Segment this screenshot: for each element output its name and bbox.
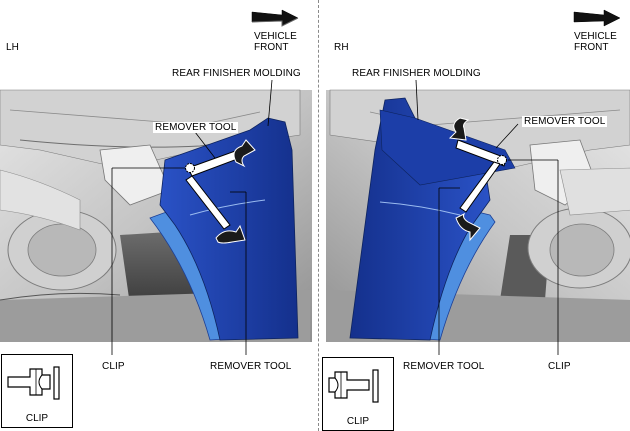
lh-clip-inset: CLIP	[1, 354, 73, 428]
rh-leader-molding	[415, 79, 419, 121]
lh-clip-label: CLIP	[102, 361, 125, 372]
lh-vehicle-front-arrow	[251, 9, 299, 27]
rh-clip-label: CLIP	[548, 361, 571, 372]
rh-side-label: RH	[334, 42, 349, 53]
lh-clip-marker	[185, 163, 195, 173]
lh-pull-arrow-lower	[215, 224, 246, 244]
rh-vehicle-front-label: VEHICLE FRONT	[574, 31, 617, 53]
lh-leader-molding	[267, 79, 273, 127]
lh-pull-arrow-upper	[233, 139, 256, 168]
lh-trim-edge	[0, 292, 121, 301]
rh-remover-tool-bar	[455, 139, 507, 167]
rh-pull-arrow-upper	[448, 117, 470, 141]
lh-leader-tool-top	[194, 131, 216, 159]
rh-clip-inset: CLIP	[322, 357, 394, 431]
rh-clip-icon	[328, 369, 379, 403]
rh-molding-panel	[379, 109, 516, 186]
rh-vehicle-front-line1: VEHICLE	[574, 31, 617, 42]
lh-vehicle-front-label: VEHICLE FRONT	[254, 31, 297, 53]
lh-side-wall	[0, 169, 81, 231]
lh-vehicle-front-arrow-face	[251, 17, 299, 27]
rh-molding-label: REAR FINISHER MOLDING	[352, 68, 481, 79]
lh-vehicle-front-line1: VEHICLE	[254, 31, 297, 42]
lh-remover-tool-lower	[185, 175, 231, 230]
lh-bracket	[99, 144, 171, 206]
lh-molding-edge	[189, 199, 266, 216]
rh-remover-tool-lower	[459, 161, 501, 213]
lh-upper-rail	[19, 139, 241, 148]
lh-speaker-inner	[27, 223, 97, 277]
lh-inset-caption: CLIP	[25, 413, 49, 424]
lh-tool-bottom-label: REMOVER TOOL	[210, 361, 292, 372]
rh-side-wall	[559, 167, 630, 216]
lh-clip-icon	[7, 366, 60, 400]
rh-pull-arrow-lower	[455, 212, 481, 242]
lh-side-label: LH	[6, 42, 19, 53]
lh-tool-top-label: REMOVER TOOL	[153, 122, 239, 133]
rh-molding-edge	[379, 201, 461, 216]
rh-leader-tool-top	[495, 123, 519, 149]
rh-illustration	[326, 9, 630, 355]
rh-vehicle-front-line2: FRONT	[574, 42, 609, 53]
lh-molding-label: REAR FINISHER MOLDING	[172, 68, 301, 79]
rh-inset-caption: CLIP	[346, 416, 370, 427]
panel-divider	[318, 0, 319, 431]
rh-tool-top-label: REMOVER TOOL	[522, 116, 608, 127]
rh-tool-bottom-label: REMOVER TOOL	[403, 361, 485, 372]
rh-speaker-inner	[549, 223, 615, 277]
lh-vehicle-front-line2: FRONT	[254, 42, 289, 53]
rh-vehicle-front-arrow	[573, 9, 621, 27]
lh-roof-panel	[0, 89, 301, 169]
rh-clip-marker	[497, 155, 507, 165]
